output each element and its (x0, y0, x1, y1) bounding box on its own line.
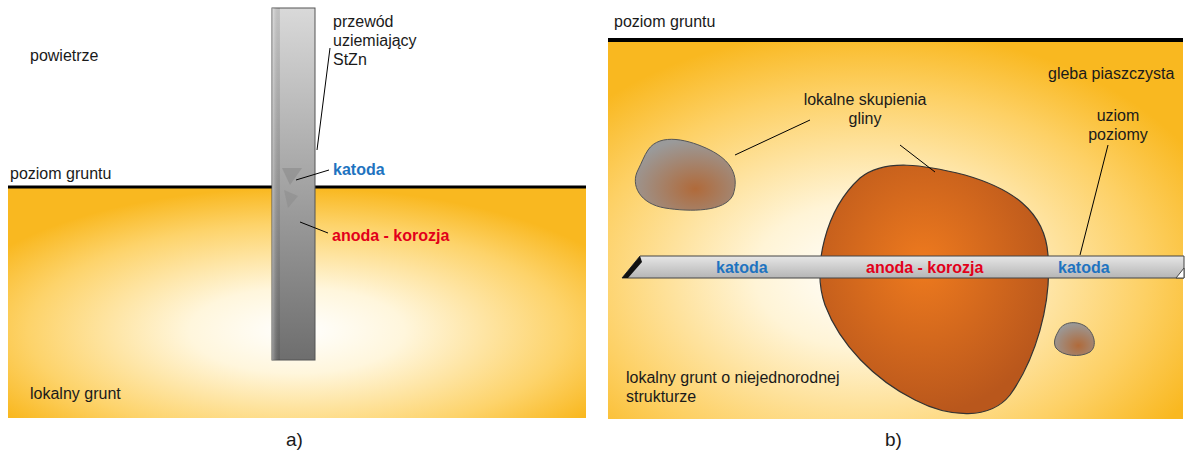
region-label: lokalny grunt (30, 384, 121, 403)
ground-level-label: poziom gruntu (10, 164, 111, 183)
region-label: lokalny grunt o niejednorodnej strukturz… (626, 368, 841, 406)
part-label: lokalne skupienia gliny (800, 90, 930, 128)
cathode-label: katoda (1058, 258, 1110, 277)
part-label: uziom poziomy (1078, 106, 1158, 144)
region-label: gleba piaszczysta (1048, 64, 1174, 83)
panel-label: a) (286, 430, 303, 449)
anode-label: anoda - korozja (866, 258, 983, 277)
ground-level-label: poziom gruntu (614, 12, 715, 31)
cathode-label: katoda (333, 160, 385, 179)
region-label: powietrze (30, 46, 98, 65)
panel-label: b) (885, 430, 902, 449)
cathode-label: katoda (716, 258, 768, 277)
part-label: przewód uziemiający StZn (333, 12, 433, 69)
anode-label: anoda - korozja (332, 226, 449, 245)
